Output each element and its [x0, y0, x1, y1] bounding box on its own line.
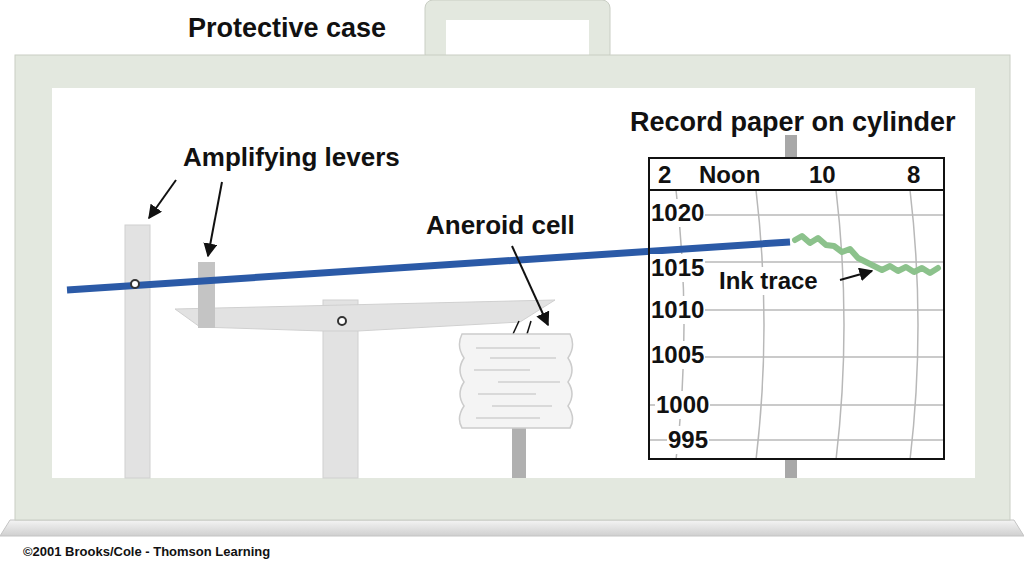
part-label: Amplifying levers — [182, 143, 401, 173]
header-rule — [648, 189, 945, 191]
cell-ridge — [476, 347, 540, 348]
case-base — [0, 520, 1024, 536]
cell-ridges — [474, 348, 560, 418]
pressure-label: 995 — [667, 426, 709, 454]
cell-ridge — [492, 405, 552, 406]
time-line — [910, 190, 918, 460]
cell-ridge — [498, 381, 560, 382]
protective-case-shell — [15, 55, 1010, 520]
time-line — [676, 190, 684, 460]
pivot — [131, 280, 139, 288]
pressure-label: 1015 — [650, 254, 705, 282]
pressure-grid — [648, 190, 945, 460]
pressure-label: 1010 — [650, 296, 705, 324]
copyright-note: ©2001 Brooks/Cole - Thomson Learning — [22, 545, 271, 560]
pressure-label: 1000 — [655, 391, 710, 419]
case-handle — [425, 0, 610, 62]
node-heading: Record paper on cylinder — [630, 107, 956, 138]
cell-ridge — [490, 357, 556, 358]
leader-line — [840, 271, 872, 280]
node-heading: Protective case — [188, 13, 386, 44]
protective-case: Protective caseRecord paper on cylinder — [15, 55, 1010, 520]
time-label: 2 — [657, 161, 672, 189]
linkage — [513, 321, 519, 334]
cylinder-spindle — [785, 459, 797, 478]
leader-line — [512, 246, 548, 325]
cell-ridge — [476, 417, 540, 418]
leader-line — [149, 180, 176, 218]
time-label: 8 — [906, 161, 921, 189]
linkage — [527, 321, 531, 334]
case-interior — [52, 88, 975, 478]
time-label: Noon — [698, 161, 761, 189]
part-label: Ink trace — [718, 267, 819, 295]
leader-line — [208, 182, 222, 256]
pivot — [338, 317, 346, 325]
pressure-label: 1005 — [650, 341, 705, 369]
time-line — [836, 190, 844, 460]
pressure-label: 1020 — [650, 199, 705, 227]
cylinder-spindle — [785, 135, 797, 159]
lever-post — [125, 225, 150, 478]
time-label: 10 — [808, 161, 837, 189]
cell-ridge — [474, 369, 530, 370]
cell-ridge — [478, 393, 536, 394]
part-label: Aneroid cell — [425, 211, 576, 241]
record-paper-ground — [648, 157, 945, 460]
amplifying-lever — [175, 300, 555, 331]
pen-arm — [67, 242, 790, 290]
time-line — [756, 190, 764, 460]
amplifying-lever — [198, 262, 215, 328]
aneroid-cell — [459, 334, 572, 428]
cell-stem — [512, 428, 526, 478]
